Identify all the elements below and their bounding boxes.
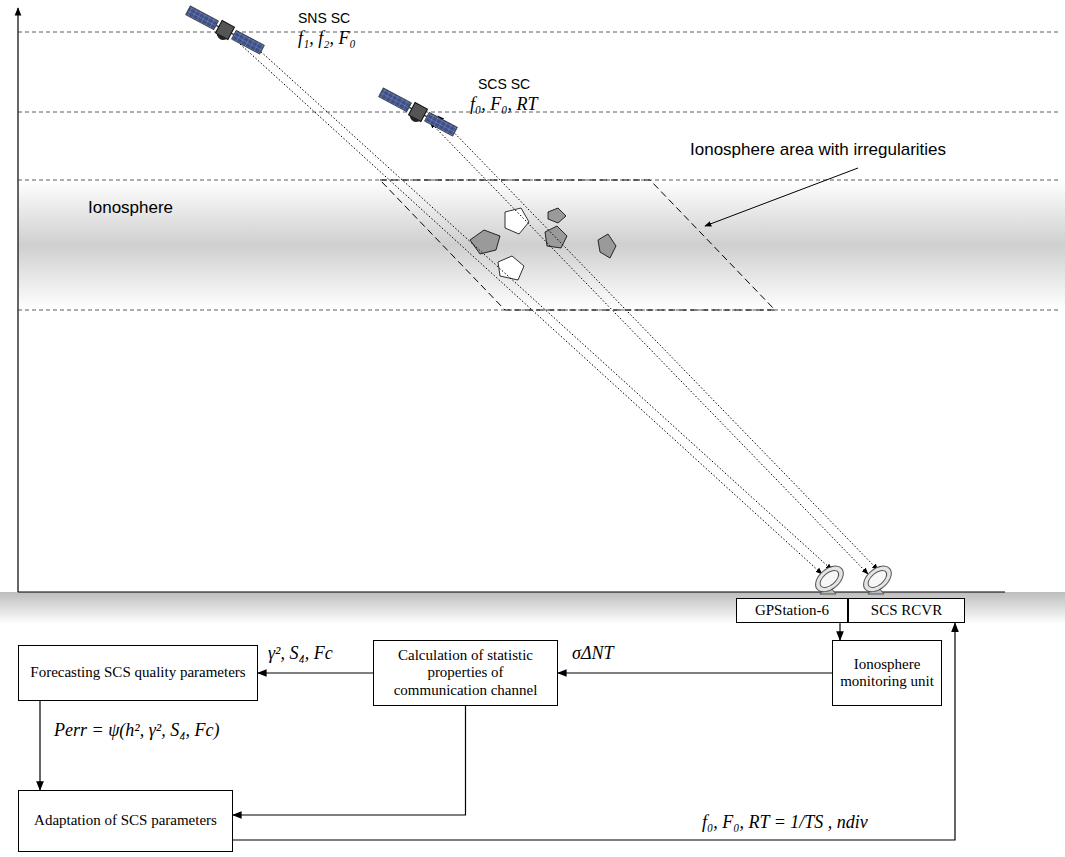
arrow-connector xyxy=(839,623,840,640)
box-text: Forecasting SCS quality parameters xyxy=(30,664,245,681)
callout-label: Ionosphere area with irregularities xyxy=(690,140,946,160)
box-text: Calculation of statistic properties of c… xyxy=(379,647,552,699)
satellite-name: SNS SC xyxy=(298,10,350,26)
arrow-connector xyxy=(39,701,40,790)
arrow-connector xyxy=(233,623,955,840)
signal-label: σΔNT xyxy=(570,643,615,664)
process-box: Adaptation of SCS parameters xyxy=(18,790,233,852)
box-text: SCS RCVR xyxy=(871,602,942,619)
signal-label: Perr = ψ(h², γ², S₄, Fc) xyxy=(52,720,221,741)
box-text: GPStation-6 xyxy=(755,602,829,619)
receiver-box: SCS RCVR xyxy=(848,598,965,623)
process-box: Forecasting SCS quality parameters xyxy=(18,645,258,701)
frequency-label: f₁, f₂, F₀ xyxy=(298,28,356,49)
station-box: GPStation-6 xyxy=(736,598,848,623)
signal-label: f₀, F₀, RT = 1/TS , ndiv xyxy=(700,812,870,833)
process-box: Calculation of statistic properties of c… xyxy=(373,640,558,706)
arrow-connector xyxy=(233,706,466,815)
box-text: Ionosphere monitoring unit xyxy=(838,656,936,691)
signal-label: γ², S₄, Fc xyxy=(266,643,335,664)
box-text: Adaptation of SCS parameters xyxy=(34,812,217,829)
process-box: Ionosphere monitoring unit xyxy=(832,640,942,706)
arrow-connector xyxy=(258,672,373,673)
arrow-connector xyxy=(558,672,832,673)
region-label: Ionosphere xyxy=(88,198,173,218)
signal-label: f₀, F₀, RT xyxy=(470,94,538,115)
satellite-name: SCS SC xyxy=(478,76,530,92)
